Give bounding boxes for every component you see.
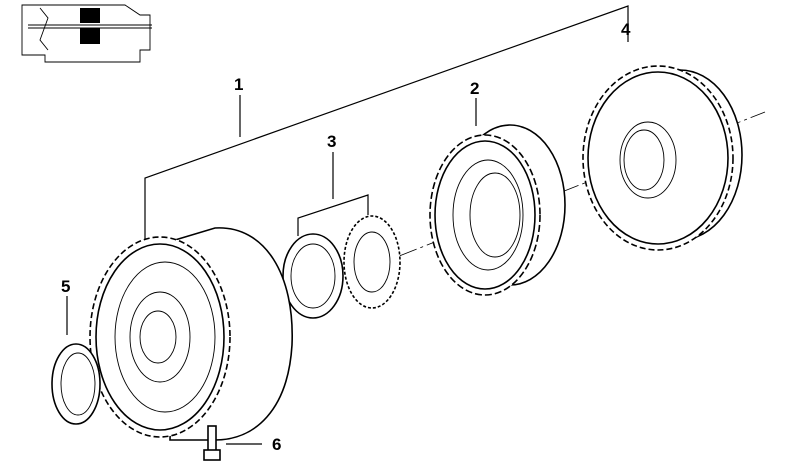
part-6-bolt <box>203 425 221 461</box>
transmission-thumbnail <box>21 4 152 63</box>
callout-4[interactable]: 4 <box>621 20 631 39</box>
part-5-ring <box>51 343 101 425</box>
callout-2[interactable]: 2 <box>470 79 479 98</box>
part-4-drum <box>582 65 743 251</box>
leader-lines <box>66 5 629 445</box>
callout-6[interactable]: 6 <box>272 435 281 454</box>
part-1-clutch-housing <box>89 227 293 441</box>
callout-5[interactable]: 5 <box>61 277 70 296</box>
part-3-washers <box>282 215 401 319</box>
callout-3[interactable]: 3 <box>327 132 336 151</box>
callout-1[interactable]: 1 <box>234 75 243 94</box>
part-2-carrier <box>429 124 566 296</box>
